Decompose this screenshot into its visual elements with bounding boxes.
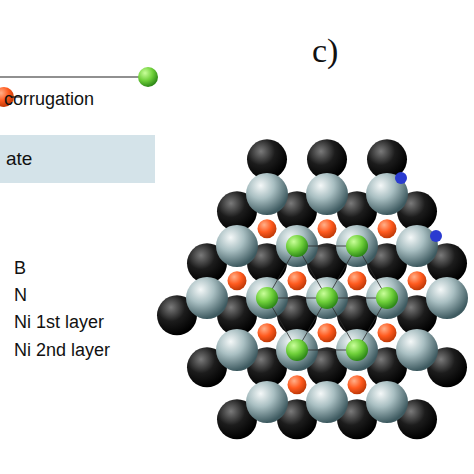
panel-label: c) — [312, 32, 338, 69]
ni-1st-layer-atom — [216, 329, 258, 371]
ni-1st-layer-atom — [186, 277, 228, 319]
legend-text: Ni 1st layer — [14, 313, 104, 333]
b-atom — [258, 219, 277, 238]
ni-1st-layer-atom — [306, 173, 348, 215]
n-atom — [316, 287, 338, 309]
n-atom — [346, 339, 368, 361]
b-atom — [288, 271, 307, 290]
substrate-band: ate — [0, 135, 155, 183]
b-atom — [348, 271, 367, 290]
ni-1st-layer-atom — [246, 381, 288, 423]
band-text: ate — [6, 149, 155, 170]
b-atom — [318, 219, 337, 238]
b-atom — [408, 271, 427, 290]
legend-text: B — [14, 259, 26, 279]
ni-1st-layer-atom — [216, 225, 258, 267]
small-atom — [430, 230, 442, 242]
n-atom — [286, 235, 308, 257]
corrugation-line — [0, 76, 140, 77]
b-atom — [288, 375, 307, 394]
small-atom — [395, 172, 407, 184]
n-atom — [256, 287, 278, 309]
legend-text: N — [14, 286, 27, 306]
n-atom — [286, 339, 308, 361]
b-atom — [378, 219, 397, 238]
ni-1st-layer-atom — [366, 381, 408, 423]
ni-1st-layer-atom — [396, 329, 438, 371]
ni-1st-layer-atom — [396, 225, 438, 267]
n-atom — [376, 287, 398, 309]
legend-text: Ni 2nd layer — [14, 341, 110, 361]
n-atom — [346, 235, 368, 257]
ni-1st-layer-atom — [426, 277, 468, 319]
corrugation-label: corrugation — [4, 90, 94, 110]
b-atom — [378, 323, 397, 342]
ni-1st-layer-atom — [246, 173, 288, 215]
lattice — [157, 139, 468, 439]
b-atom — [258, 323, 277, 342]
ni-1st-layer-atom — [306, 381, 348, 423]
b-atom — [228, 271, 247, 290]
b-atom — [318, 323, 337, 342]
ni-1st-layer-atom — [366, 173, 408, 215]
n-atom-marker — [138, 67, 158, 87]
b-atom — [348, 375, 367, 394]
